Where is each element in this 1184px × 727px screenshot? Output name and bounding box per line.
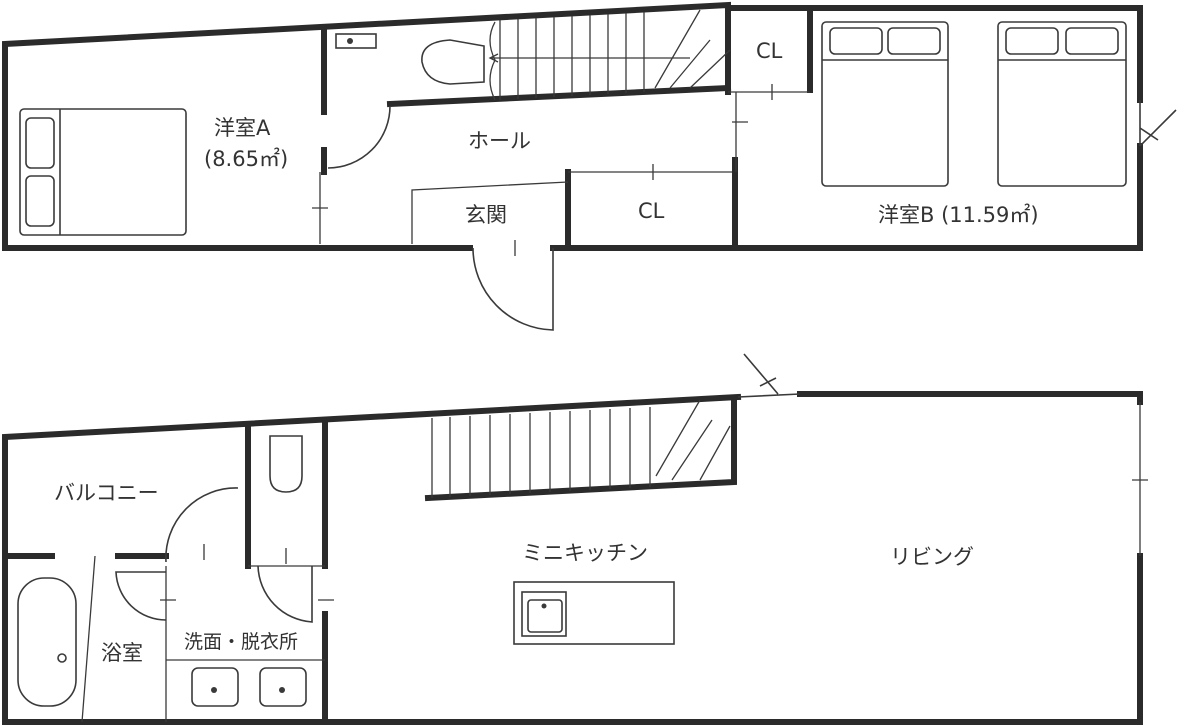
cl-mid-label: CL <box>638 199 665 223</box>
beds-icon <box>821 21 1127 187</box>
entrance-door <box>472 247 554 331</box>
lower-partitions <box>81 402 1141 723</box>
washroom-label: 洗面・脱衣所 <box>184 631 298 653</box>
toilet-door <box>257 565 313 623</box>
room-b-label: 洋室B (11.59㎡) <box>878 203 1039 227</box>
kitchen-label: ミニキッチン <box>522 541 648 565</box>
upper-toilet-icon <box>335 33 485 85</box>
living-label: リビング <box>890 545 974 569</box>
upper-floor: 洋室A (8.65㎡) ホール CL CL 玄関 洋室B (11.59㎡) <box>1 1 1177 331</box>
cl-top-label: CL <box>756 39 783 63</box>
cl-top-wall <box>725 5 813 95</box>
lower-toilet-icon <box>269 435 303 493</box>
kitchen-counter-icon <box>513 581 675 645</box>
room-a-area: (8.65㎡) <box>204 147 288 171</box>
bed-icon <box>19 108 187 236</box>
room-b-window <box>1139 100 1177 147</box>
hall-upper-wall <box>386 84 732 108</box>
entrance-partition <box>319 91 810 244</box>
lower-floor: バルコニー 浴室 洗面・脱衣所 ミニキッチン リビング <box>2 353 1148 725</box>
room-a-name: 洋室A <box>214 116 271 140</box>
stair-wall <box>424 399 737 502</box>
balcony-door <box>165 487 239 563</box>
room-a-door <box>327 105 391 169</box>
upper-ticks <box>312 84 773 256</box>
bath-door <box>115 571 167 621</box>
lower-stairs <box>431 399 731 498</box>
entrance-label: 玄関 <box>465 203 507 227</box>
bathtub-icon <box>17 577 77 707</box>
hall-label: ホール <box>468 129 531 153</box>
upper-stairs <box>488 9 731 101</box>
lower-ticks <box>160 479 1148 601</box>
cl-mid-wall <box>565 157 738 247</box>
wash-sinks-icon <box>191 667 307 707</box>
lower-outer-wall <box>2 391 1143 725</box>
balcony-label: バルコニー <box>54 481 159 505</box>
bath-label: 浴室 <box>101 641 143 665</box>
lower-window <box>737 353 801 398</box>
